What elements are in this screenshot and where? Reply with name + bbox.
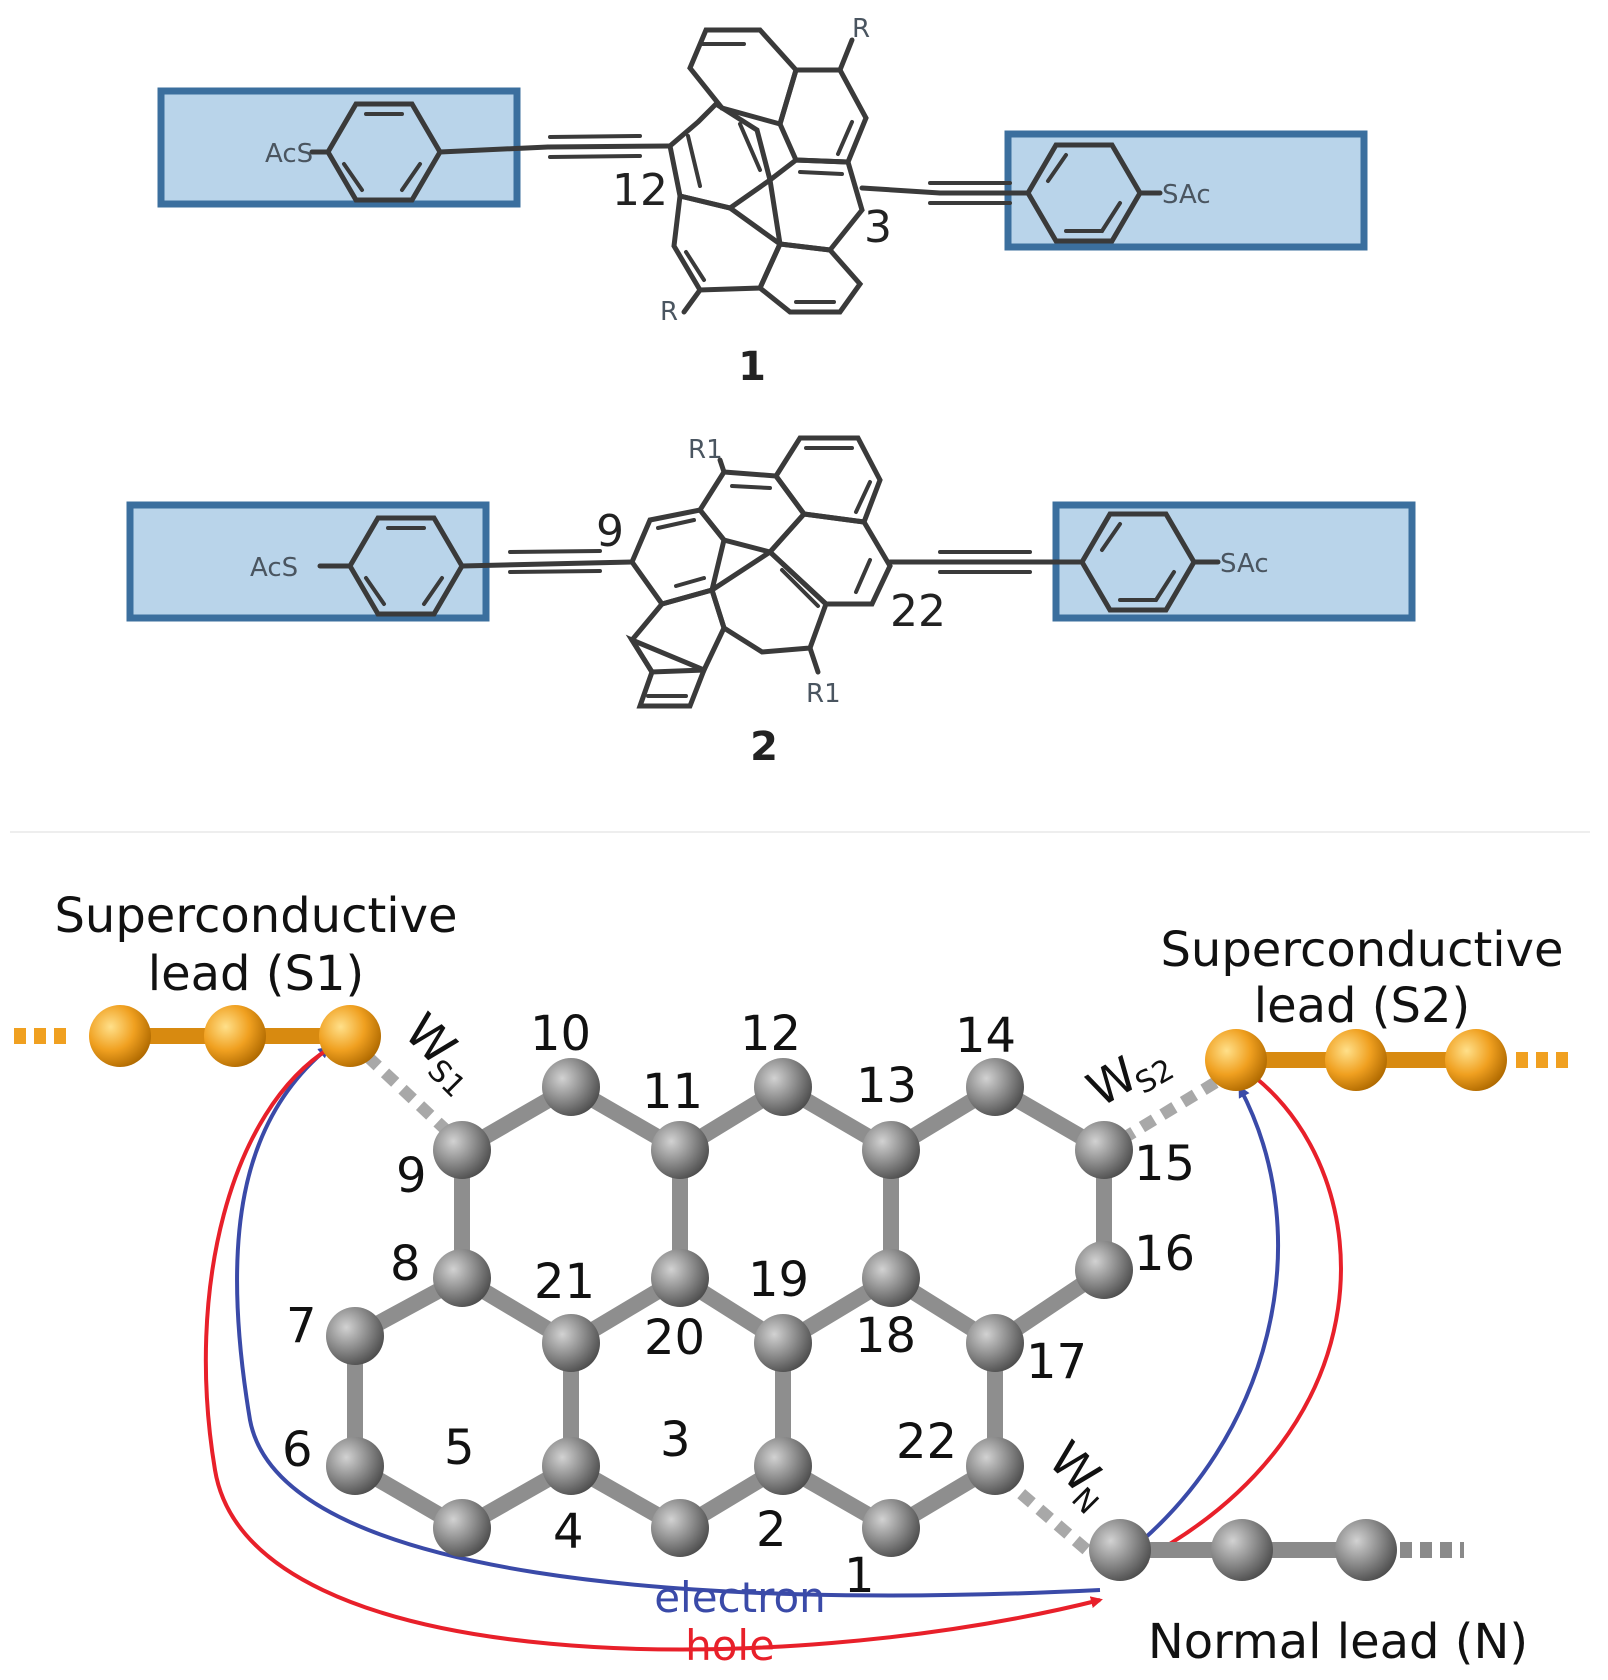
core-rings-1 [667, 27, 869, 315]
atom-label-2: 2 [756, 1502, 787, 1558]
atom-label-20: 20 [644, 1310, 705, 1366]
r1-bottom-label: R1 [806, 679, 841, 709]
acs-label-1: AcS [265, 139, 313, 169]
position-12-label: 12 [612, 165, 668, 216]
atom-label-8: 8 [390, 1236, 421, 1292]
atom-label-7: 7 [286, 1298, 317, 1354]
core-rings-2 [625, 435, 893, 709]
atom-label-14: 14 [955, 1008, 1016, 1064]
lead-s2-atoms [1205, 1029, 1507, 1091]
atom-label-1: 1 [844, 1548, 875, 1604]
r1-top-label: R1 [688, 435, 723, 465]
lead-s2-label-line2: lead (S2) [1254, 978, 1470, 1034]
position-3-label: 3 [864, 202, 892, 253]
atom-label-16: 16 [1134, 1226, 1195, 1282]
atom-label-15: 15 [1134, 1136, 1195, 1192]
atom-number-labels: 1 2 3 4 5 6 7 8 9 10 11 12 13 14 15 16 1… [282, 1006, 1195, 1604]
lead-n-label: Normal lead (N) [1148, 1614, 1528, 1670]
compound-label-1: 1 [738, 344, 766, 390]
lead-s2-label-line1: Superconductive [1160, 922, 1563, 978]
sac-label-2: SAc [1220, 549, 1269, 579]
atom-label-11: 11 [642, 1064, 703, 1120]
lead-s1-label-line1: Superconductive [54, 888, 457, 944]
left-anchor-box-2 [126, 501, 490, 622]
atom-label-19: 19 [748, 1252, 809, 1308]
r-bottom-label-1: R [660, 297, 678, 327]
position-22-label: 22 [890, 586, 946, 637]
hole-arrow-n [203, 1046, 1103, 1652]
left-anchor-box-1 [157, 87, 521, 208]
atom-label-18: 18 [855, 1308, 916, 1364]
atom-label-21: 21 [534, 1254, 595, 1310]
lead-s1-atoms [89, 1005, 381, 1067]
atom-label-6: 6 [282, 1422, 313, 1478]
right-phenyl-ring-2 [1079, 511, 1197, 613]
right-alkyne-2 [887, 550, 1085, 574]
atom-label-22: 22 [896, 1414, 957, 1470]
position-9-label: 9 [596, 506, 624, 557]
electron-arrow-s2 [1124, 1085, 1280, 1556]
junction-model: 1 2 3 4 5 6 7 8 9 10 11 12 13 14 15 16 1… [14, 888, 1576, 1670]
hole-label: hole [685, 1621, 775, 1670]
right-alkyne-1 [859, 181, 1031, 205]
atom-label-9: 9 [396, 1148, 427, 1204]
molecule-1: AcS 12 R R [157, 14, 1368, 390]
compound-label-2: 2 [750, 724, 778, 770]
electron-arrow-s1 [234, 1046, 1101, 1598]
atom-label-13: 13 [856, 1058, 917, 1114]
atom-label-17: 17 [1026, 1334, 1087, 1390]
atom-label-10: 10 [530, 1006, 591, 1062]
acs-label-2: AcS [250, 553, 298, 583]
left-alkyne-2 [459, 549, 635, 574]
atom-label-4: 4 [553, 1504, 584, 1560]
right-phenyl-ring-1 [1025, 142, 1143, 244]
atom-label-5: 5 [444, 1420, 475, 1476]
r-top-label-1: R [852, 14, 870, 44]
molecule-atoms [326, 1058, 1133, 1557]
left-alkyne-1 [437, 134, 673, 159]
hole-arrow-s2 [1135, 1076, 1343, 1564]
lead-n-atoms [1089, 1519, 1397, 1581]
molecule-2: AcS 9 R1 R1 [126, 435, 1416, 770]
electron-label: electron [654, 1573, 826, 1622]
atom-label-3: 3 [660, 1412, 691, 1468]
atom-label-12: 12 [740, 1006, 801, 1062]
lead-s1-label-line2: lead (S1) [148, 946, 364, 1002]
sac-label-1: SAc [1162, 180, 1211, 210]
